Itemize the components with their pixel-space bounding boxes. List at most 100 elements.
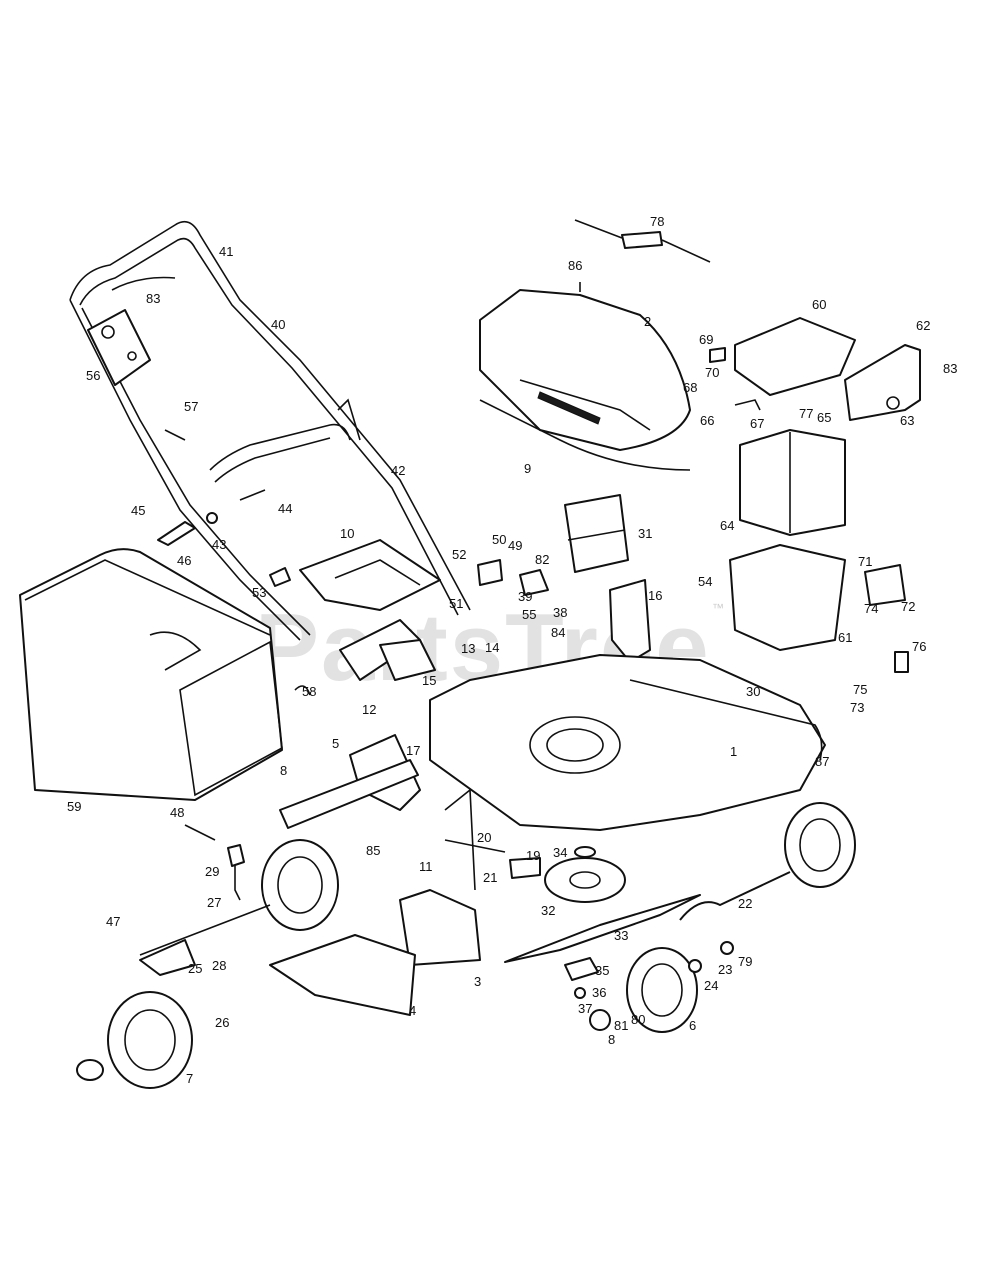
callout-label: 28 (212, 958, 226, 973)
callout-label: 12 (362, 702, 376, 717)
callout-label: 81 (614, 1018, 628, 1033)
handle-left-rail-outer (69, 299, 301, 641)
part-24-nut (688, 959, 702, 973)
charger-cord (574, 219, 711, 263)
cover-vent-slots (537, 391, 601, 425)
part-4-mulch-plug (269, 934, 416, 1016)
callout-label: 19 (526, 848, 540, 863)
catcher-handle (149, 631, 202, 671)
callout-label: 44 (278, 501, 292, 516)
part-11-spring (444, 788, 476, 891)
blade-assembly (504, 846, 701, 1031)
callout-label: 32 (541, 903, 555, 918)
part-31-motor (564, 494, 629, 573)
callout-label: 17 (406, 743, 420, 758)
part-7-wheel (107, 991, 193, 1089)
part-45-lever (157, 521, 196, 546)
part-69-switch (709, 347, 726, 363)
part-15-door (379, 639, 436, 681)
motor-assembly (299, 494, 651, 663)
callout-label: 74 (864, 601, 878, 616)
callout-label: 76 (912, 639, 926, 654)
deck-motor-opening-inner (546, 728, 604, 762)
rear-right-wheel-hub (799, 818, 841, 872)
handle-assembly (69, 220, 471, 641)
grass-catcher (19, 548, 311, 841)
callout-label: 54 (698, 574, 712, 589)
callout-label: 22 (738, 896, 752, 911)
callout-label: 53 (252, 585, 266, 600)
callout-label: 79 (738, 954, 752, 969)
part-43-washer (206, 512, 218, 524)
callout-label: 46 (177, 553, 191, 568)
callout-label: 20 (477, 830, 491, 845)
part-10-plate (299, 539, 441, 611)
lower-handle-crossbar (209, 423, 351, 471)
callout-label: 8 (608, 1032, 615, 1047)
part-34-adapter (574, 846, 596, 858)
callout-label: 23 (718, 962, 732, 977)
callout-label: 58 (302, 684, 316, 699)
wheel-7-hubcap (76, 1059, 104, 1081)
catcher-bag (19, 548, 283, 801)
part-79-washer (720, 941, 734, 955)
callout-label: 73 (850, 700, 864, 715)
part-2-cover (479, 289, 691, 451)
callout-label: 35 (595, 963, 609, 978)
part-50-bracket (477, 559, 503, 586)
callout-label: 11 (419, 859, 433, 874)
part-63-nut (886, 396, 900, 410)
callout-label: 84 (551, 625, 565, 640)
part-5-axle (279, 759, 419, 829)
catcher-top-edge (24, 559, 271, 636)
callout-label: 15 (422, 673, 436, 688)
plate-window (334, 559, 421, 586)
callout-label: 63 (900, 413, 914, 428)
callout-label: 42 (391, 463, 405, 478)
part-29-knob (227, 844, 245, 867)
callout-label: 62 (916, 318, 930, 333)
callout-label: 50 (492, 532, 506, 547)
part-19-bracket (509, 857, 541, 879)
part-22-adjuster (679, 871, 791, 921)
callout-label: 83 (146, 291, 160, 306)
callout-label: 8 (280, 763, 287, 778)
callout-label: 68 (683, 380, 697, 395)
callout-label: 43 (212, 537, 226, 552)
part-62-bracket (844, 344, 921, 421)
handle-hardware (157, 489, 291, 587)
handle-knob (337, 398, 361, 441)
part-1-deck (429, 654, 826, 831)
callout-label: 49 (508, 538, 522, 553)
callout-label: 70 (705, 365, 719, 380)
part-25-bracket (139, 939, 196, 976)
battery-assembly (709, 317, 921, 673)
callout-label: 60 (812, 297, 826, 312)
callout-label: 5 (332, 736, 339, 751)
callout-label: 86 (568, 258, 582, 273)
part-8-hubcap (589, 1009, 611, 1031)
wheel-7-hub (124, 1009, 176, 1071)
callout-label: 41 (219, 244, 233, 259)
part-78-charger (621, 231, 663, 249)
callout-label: 2 (644, 314, 651, 329)
catcher-frame (179, 640, 283, 797)
rear-right-wheel (784, 802, 856, 888)
callout-label: 3 (474, 974, 481, 989)
callout-label: 27 (207, 895, 221, 910)
part-9-gasket (479, 399, 691, 471)
part-20-rod (444, 839, 506, 853)
callout-label: 25 (188, 961, 202, 976)
top-cover-assembly (479, 219, 711, 471)
motor-band (567, 529, 626, 541)
callout-label: 9 (524, 461, 531, 476)
fan-hub (569, 871, 601, 889)
callout-label: 78 (650, 214, 664, 229)
callout-label: 1 (730, 744, 737, 759)
upper-handle-inner (79, 237, 459, 616)
callout-label: 21 (483, 870, 497, 885)
part-48-rod (184, 824, 216, 841)
callout-label: 56 (86, 368, 100, 383)
